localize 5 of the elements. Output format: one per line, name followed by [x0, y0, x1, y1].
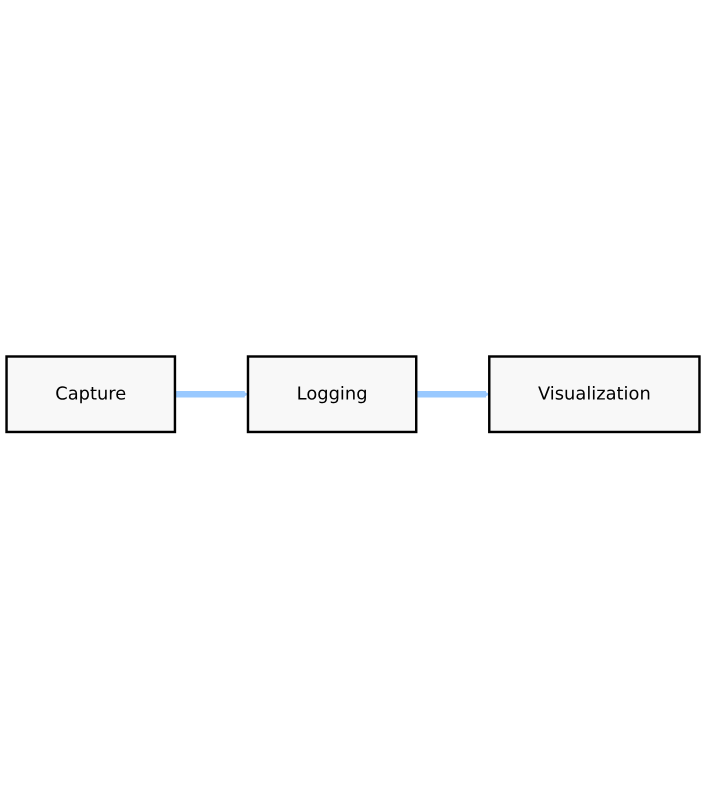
node-box: Logging	[246, 355, 418, 433]
arrow	[416, 390, 490, 398]
node-box: Visualization	[488, 355, 701, 433]
arrow	[174, 390, 248, 398]
node-box: Capture	[5, 355, 176, 433]
